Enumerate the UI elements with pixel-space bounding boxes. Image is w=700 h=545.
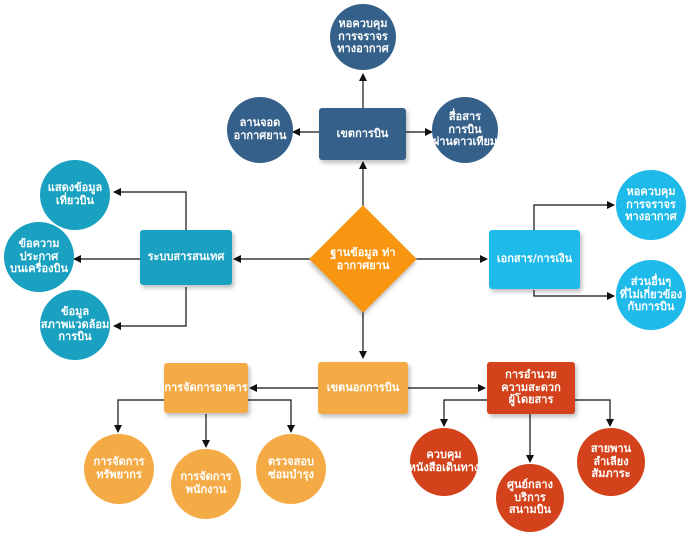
connector-right-atc	[533, 201, 615, 230]
landside-zone-label: เขตนอกการบิน	[326, 380, 400, 394]
flight-info-node: แสดงข้อมูล เที่ยวบิน	[40, 160, 110, 230]
airport-service-center-node: ศูนย์กลาง บริการ สนามบิน	[496, 464, 564, 532]
information-systems-label: ระบบสารสนเทศ	[147, 250, 225, 264]
airside-zone-node: เขตการบิน	[319, 108, 406, 160]
environment-info-node: ข้อมูล สภาพแวดล้อม การบิน	[40, 290, 110, 360]
connector-left-env	[113, 287, 187, 330]
information-systems-node: ระบบสารสนเทศ	[140, 230, 232, 285]
connector-building-resources	[114, 399, 164, 433]
resource-management-node: การจัดการ ทรัพยากร	[84, 434, 154, 504]
onboard-announcement-node: ข้อความ ประกาศ บนเครื่องบิน	[4, 222, 74, 292]
airport-database-node: ฐานข้อมูล ท่าอากาศยาน	[309, 205, 417, 313]
connector-right-others	[533, 290, 615, 300]
documents-finance-node: เอกสาร/การเงิน	[489, 230, 580, 289]
connector-building-maintenance	[248, 399, 295, 433]
landside-zone-node: เขตนอกการบิน	[318, 362, 408, 414]
building-management-node: การจัดการอาคาร	[164, 363, 248, 413]
documents-finance-label: เอกสาร/การเงิน	[496, 252, 573, 266]
right-atc-node: หอควบคุม การจราจร ทางอากาศ	[616, 170, 686, 240]
building-management-label: การจัดการอาคาร	[164, 380, 248, 394]
connector-passenger-baggage	[575, 399, 614, 427]
top-atc-node: หอควบคุม การจราจร ทางอากาศ	[330, 4, 396, 70]
connector-left-flightinfo	[113, 188, 187, 230]
center-label-line1: ฐานข้อมูล	[330, 245, 379, 259]
connector-passenger-docs	[440, 399, 487, 427]
maintenance-node: ตรวจสอบ ซ่อมบำรุง	[256, 434, 326, 504]
passenger-facilitation-node: การอำนวย ความสะดวก ผู้โดยสาร	[487, 362, 575, 414]
baggage-conveyor-node: สายพาน ลำเลียง สัมภาระ	[577, 428, 645, 496]
apron-node: ลานจอด อากาศยาน	[227, 97, 293, 163]
non-aviation-node: ส่วนอื่นๆ ที่ไม่เกี่ยวข้อง กับการบิน	[616, 260, 686, 330]
airside-zone-label: เขตการบิน	[336, 126, 389, 140]
satcom-node: สื่อสาร การบิน ผ่านดาวเทียม	[432, 97, 498, 163]
center-label-line2: ท่าอากาศยาน	[336, 245, 396, 272]
passport-control-node: ควบคุม หนังสือเดินทาง	[409, 428, 479, 496]
staff-management-node: การจัดการ พนักงาน	[171, 449, 241, 519]
